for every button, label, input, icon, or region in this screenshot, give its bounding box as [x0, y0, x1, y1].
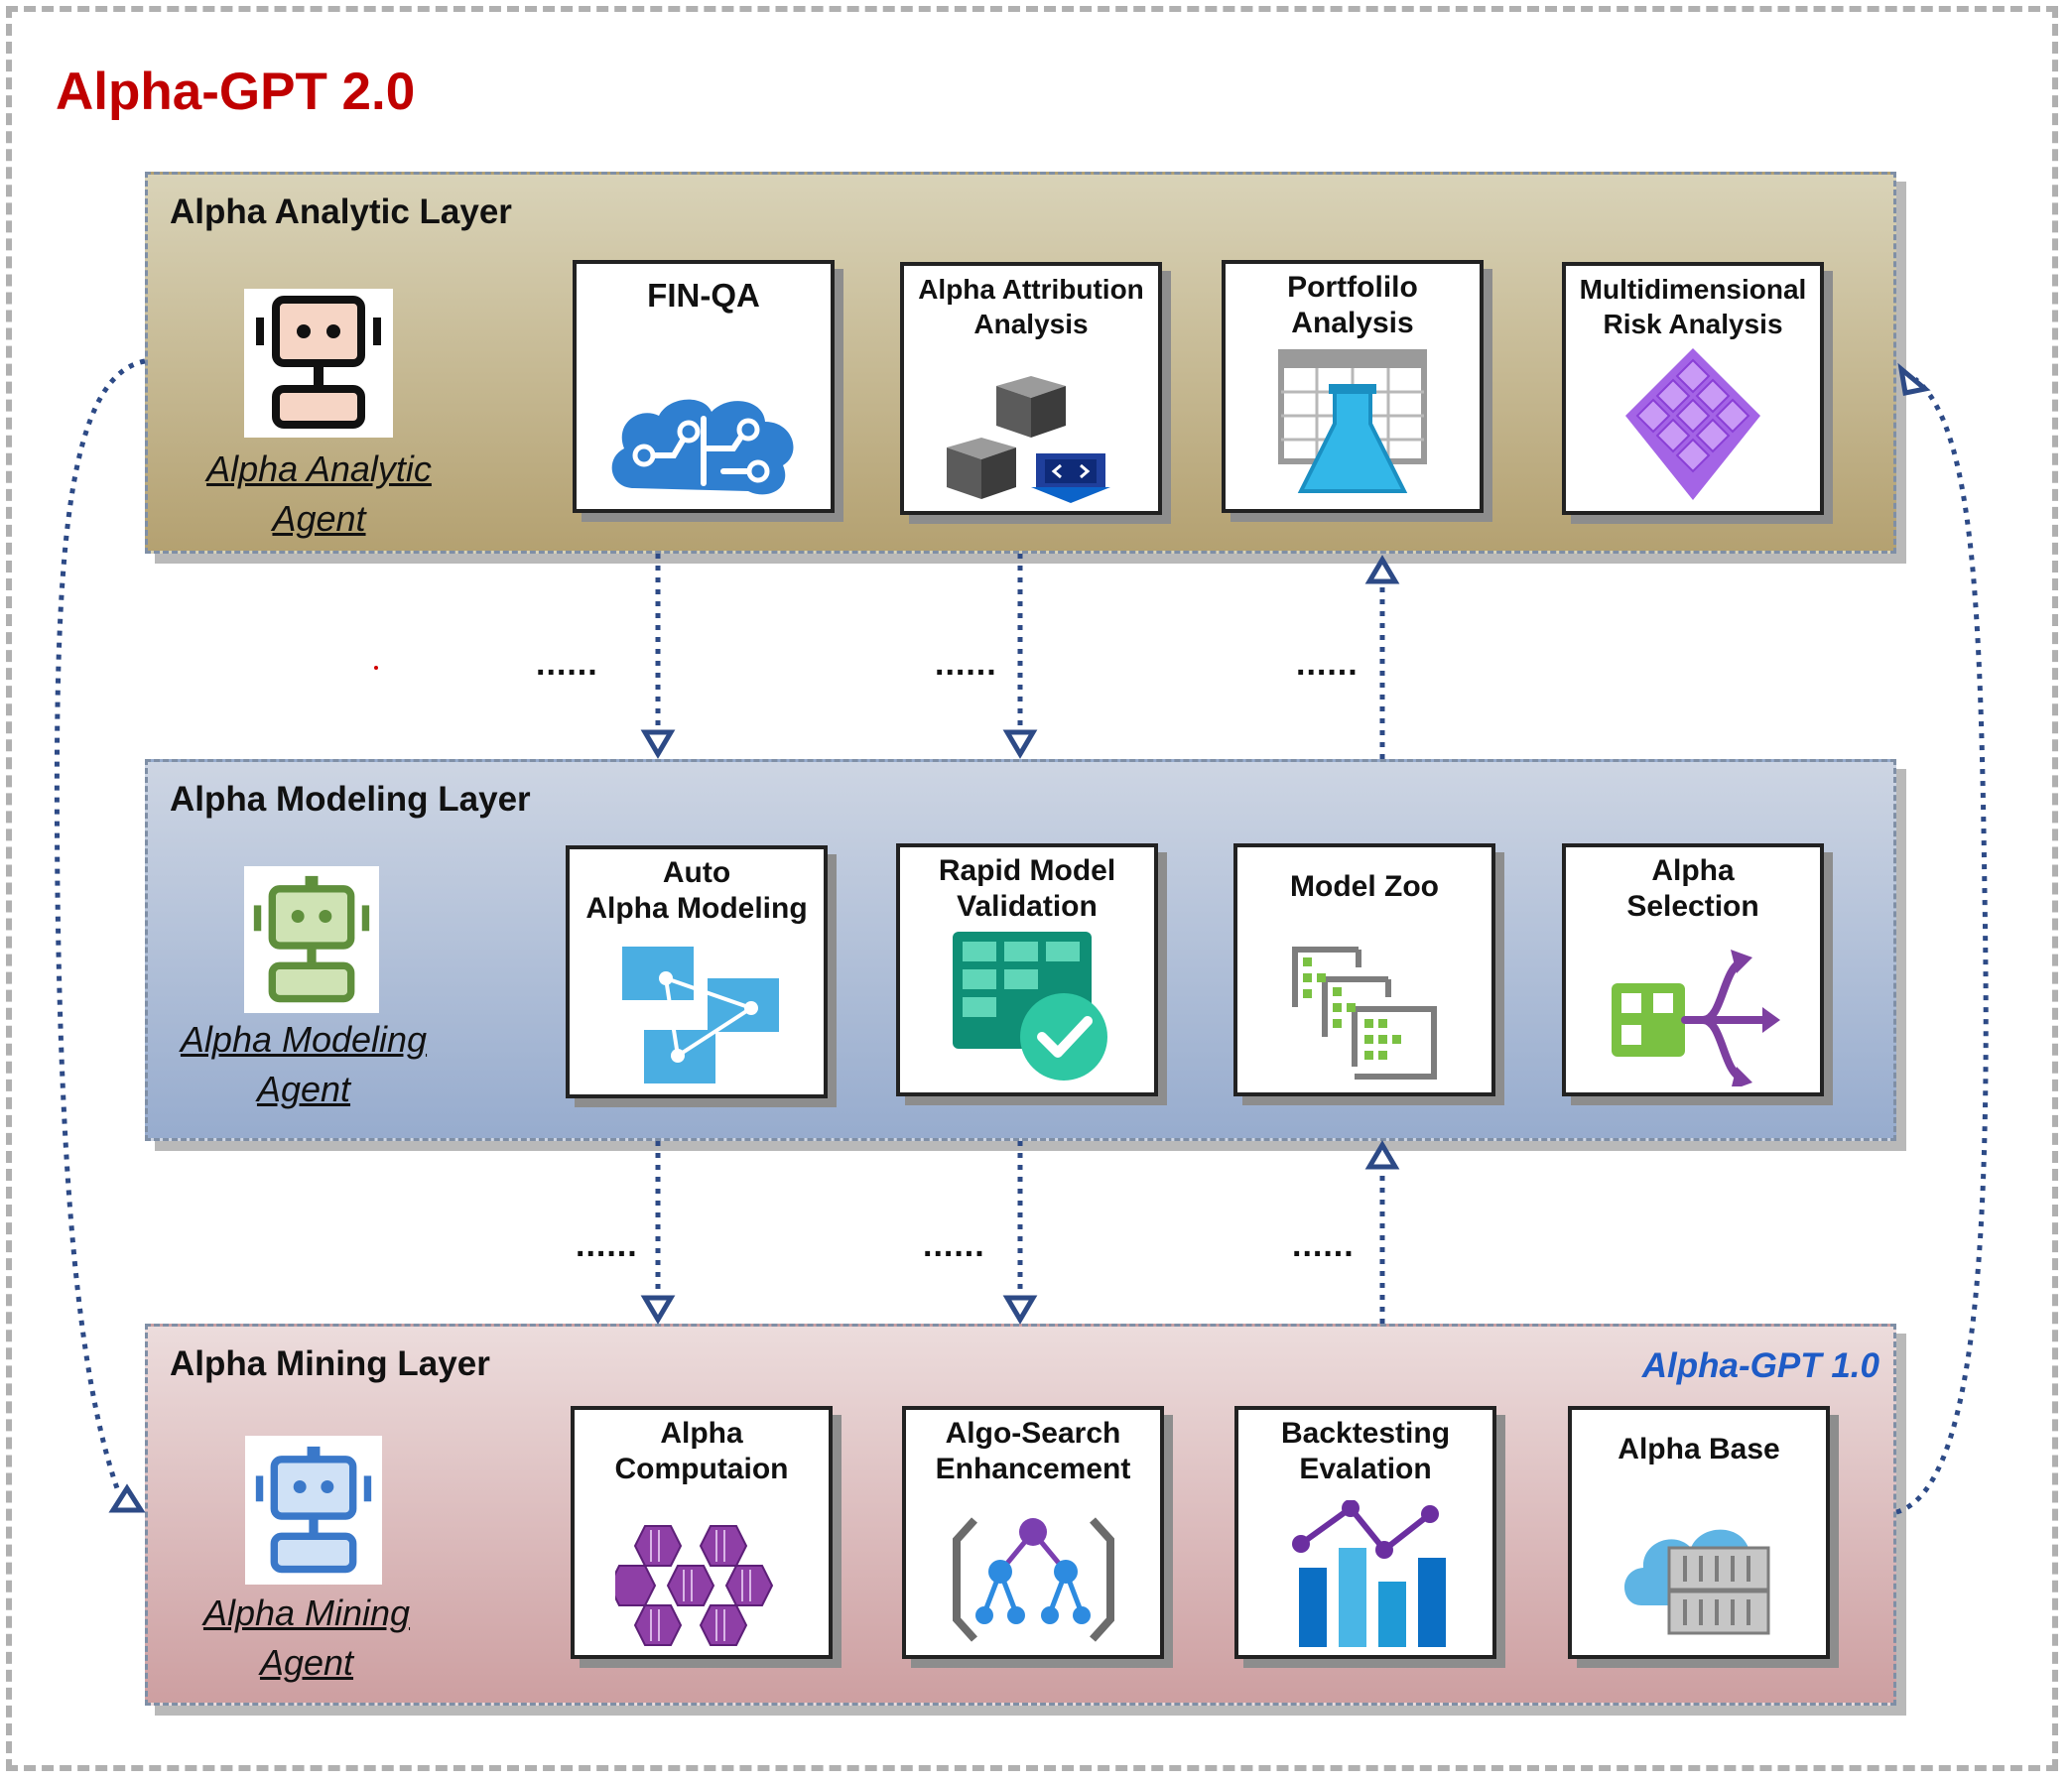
alpha-base-label: Alpha Base	[1618, 1433, 1780, 1465]
modeling-layer-title: Alpha Modeling Layer	[170, 780, 531, 819]
ellipsis-marker: ......	[923, 1226, 985, 1264]
split-arrows-icon	[1566, 948, 1820, 1086]
ellipsis-marker: ......	[1296, 645, 1359, 683]
alpha-attribution-analysis-card[interactable]: Alpha Attribution Analysis	[900, 262, 1162, 515]
mining-agent-label[interactable]: Alpha Mining Agent	[188, 1589, 426, 1688]
outer-frame	[6, 6, 2058, 1771]
model-zoo-card[interactable]: Model Zoo	[1233, 843, 1495, 1096]
alpha-computation-card[interactable]: Alpha Computaion	[571, 1406, 833, 1659]
algo-search-enhancement-label: Algo-Search Enhancement	[935, 1417, 1131, 1485]
multidimensional-risk-analysis-label: Multidimensional Risk Analysis	[1579, 274, 1807, 339]
alpha-gpt-1-version-tag: Alpha-GPT 1.0	[1641, 1346, 1879, 1385]
portfolio-analysis-label: Portfolilo Analysis	[1287, 271, 1418, 339]
modeling-agent-robot-icon	[244, 866, 379, 1013]
mining-layer-title: Alpha Mining Layer	[170, 1344, 490, 1383]
tree-brackets-icon	[906, 1510, 1160, 1649]
model-zoo-label: Model Zoo	[1290, 870, 1439, 903]
alpha-attribution-analysis-label: Alpha Attribution Analysis	[918, 274, 1144, 339]
fin-qa-card[interactable]: FIN-QA	[573, 260, 835, 513]
table-check-icon	[900, 928, 1154, 1086]
table-flask-icon	[1226, 344, 1480, 503]
ellipsis-marker: ......	[935, 645, 997, 683]
rapid-model-validation-label: Rapid Model Validation	[938, 854, 1116, 923]
network-blocks-icon	[570, 945, 824, 1088]
alpha-base-card[interactable]: Alpha Base	[1568, 1406, 1830, 1659]
alpha-selection-label: Alpha Selection	[1626, 854, 1759, 923]
modeling-agent-label-line2: Agent	[256, 1069, 351, 1109]
modeling-agent-label[interactable]: Alpha Modeling Agent	[170, 1015, 438, 1114]
alpha-computation-label: Alpha Computaion	[614, 1417, 789, 1485]
auto-alpha-modeling-card[interactable]: Auto Alpha Modeling	[566, 845, 828, 1098]
analytic-agent-label-line2: Agent	[272, 498, 366, 539]
bar-line-chart-icon	[1238, 1500, 1492, 1649]
analytic-agent-label-line1: Alpha Analytic	[206, 448, 432, 489]
diamond-grid-icon	[1566, 346, 1820, 505]
mining-agent-robot-icon	[245, 1436, 382, 1585]
page-title: Alpha-GPT 2.0	[56, 63, 416, 121]
cloud-server-icon	[1572, 1508, 1826, 1637]
alpha-selection-card[interactable]: Alpha Selection	[1562, 843, 1824, 1096]
ellipsis-marker: ......	[576, 1226, 638, 1264]
mining-agent-label-line1: Alpha Mining	[202, 1592, 411, 1633]
analytic-layer: Alpha Analytic Layer Alpha Analytic Agen…	[145, 172, 1896, 554]
analytic-agent-robot-icon	[244, 289, 393, 438]
multidimensional-risk-analysis-card[interactable]: Multidimensional Risk Analysis	[1562, 262, 1824, 515]
stray-dot	[374, 666, 378, 670]
brain-circuit-icon	[577, 394, 831, 503]
algo-search-enhancement-card[interactable]: Algo-Search Enhancement	[902, 1406, 1164, 1659]
ellipsis-marker: ......	[536, 645, 598, 683]
cubes-code-icon	[904, 376, 1158, 505]
hex-cluster-icon	[575, 1520, 829, 1649]
auto-alpha-modeling-label: Auto Alpha Modeling	[585, 856, 808, 925]
ellipsis-marker: ......	[1292, 1226, 1355, 1264]
analytic-agent-label[interactable]: Alpha Analytic Agent	[188, 445, 451, 544]
fin-qa-label: FIN-QA	[647, 277, 760, 314]
backtesting-evaluation-card[interactable]: Backtesting Evalation	[1234, 1406, 1496, 1659]
mining-layer: Alpha Mining Layer Alpha-GPT 1.0 Alpha M…	[145, 1324, 1896, 1706]
modeling-layer: Alpha Modeling Layer Alpha Modeling Agen…	[145, 759, 1896, 1141]
rapid-model-validation-card[interactable]: Rapid Model Validation	[896, 843, 1158, 1096]
modeling-agent-label-line1: Alpha Modeling	[180, 1019, 428, 1060]
mining-agent-label-line2: Agent	[259, 1642, 354, 1683]
backtesting-evaluation-label: Backtesting Evalation	[1280, 1417, 1451, 1485]
portfolio-analysis-card[interactable]: Portfolilo Analysis	[1222, 260, 1484, 513]
stacked-models-icon	[1237, 938, 1491, 1086]
analytic-layer-title: Alpha Analytic Layer	[170, 192, 512, 231]
